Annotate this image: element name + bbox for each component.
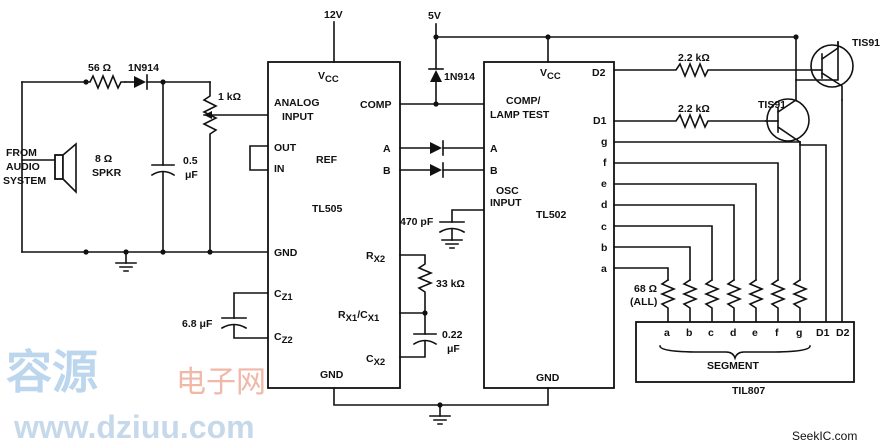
label-r68-all: (ALL) <box>630 296 657 308</box>
tl505-chip <box>267 61 401 389</box>
resistor-56ohm <box>85 73 126 91</box>
resistor-d1 <box>613 112 767 130</box>
tl505-cz2: CZ2 <box>274 331 293 346</box>
tl502-d2: D2 <box>592 67 606 79</box>
display-pin-f: f <box>775 327 779 339</box>
potentiometer-1k <box>202 81 218 253</box>
tl502-a-seg: a <box>601 263 607 275</box>
label-segment: SEGMENT <box>707 360 760 372</box>
label-system: SYSTEM <box>3 175 46 187</box>
tl505-vcc: VCC <box>318 70 339 85</box>
tl505-input: INPUT <box>282 111 314 123</box>
display-pin-b: b <box>686 327 692 339</box>
tl505-analog: ANALOG <box>274 97 320 109</box>
diode-b <box>430 164 442 176</box>
label-q2: TIS91 <box>758 99 786 111</box>
tl505-b: B <box>383 165 391 177</box>
tl502-d1: D1 <box>593 115 607 127</box>
label-c022-unit: μF <box>447 343 460 355</box>
tl502-vcc: VCC <box>540 67 561 82</box>
display-pin-d1: D1 <box>816 327 830 339</box>
label-diode2: 1N914 <box>444 71 475 83</box>
label-r68: 68 Ω <box>634 283 657 295</box>
display-pin-a: a <box>664 327 670 339</box>
ground-bus <box>333 387 549 406</box>
watermark-cn-brand: 容源 <box>6 345 98 399</box>
label-r-d2: 2.2 kΩ <box>678 52 710 64</box>
display-pin-c: c <box>708 327 714 339</box>
display-pin-d2: D2 <box>836 327 850 339</box>
tl505-a: A <box>383 143 391 155</box>
ground-osc <box>441 239 463 249</box>
tl505-in: IN <box>274 163 285 175</box>
tl505-ref: REF <box>316 154 338 166</box>
tl502-b: B <box>490 165 498 177</box>
tl505-gnd-left: GND <box>274 247 298 259</box>
tl502-b-seg: b <box>601 242 607 254</box>
label-cap05-unit: μF <box>185 169 198 181</box>
ground-main <box>429 415 451 425</box>
label-r56: 56 Ω <box>88 62 111 74</box>
diode-comp <box>430 70 442 82</box>
tl502-g: g <box>601 136 607 148</box>
label-cz-cap: 6.8 μF <box>182 318 213 330</box>
diode-a <box>430 142 442 154</box>
tl502-chip <box>483 61 615 389</box>
tl502-d: d <box>601 199 607 211</box>
tl505-cx2: CX2 <box>366 353 385 368</box>
tl502-a: A <box>490 143 498 155</box>
speaker-icon <box>54 154 64 180</box>
resistor-68ohm-array <box>659 278 809 323</box>
label-5v: 5V <box>428 10 441 22</box>
watermark-seekic: SeekIC.com <box>792 429 857 443</box>
wire-out-in <box>249 145 269 171</box>
label-cap05: 0.5 <box>183 155 198 167</box>
segment-brace <box>659 345 811 361</box>
tl502-comp: COMP/ <box>506 95 541 107</box>
tl505-rx2: RX2 <box>366 250 385 265</box>
display-pin-e: e <box>752 327 758 339</box>
tl502-osc-input: INPUT <box>490 197 522 209</box>
display-pin-d: d <box>730 327 736 339</box>
label-q1: TIS91 <box>852 37 880 49</box>
watermark-cn-sub: 电子网 <box>176 365 266 400</box>
tl505-out: OUT <box>274 142 297 154</box>
resistor-33k <box>399 254 434 314</box>
tl505-comp: COMP <box>360 99 392 111</box>
tl502-name: TL502 <box>536 209 567 221</box>
pot-wiper-arrow <box>204 111 212 119</box>
label-til807: TIL807 <box>732 385 765 397</box>
tl505-name: TL505 <box>312 203 343 215</box>
diode-input <box>134 76 146 88</box>
label-c022: 0.22 <box>442 329 463 341</box>
tl505-rx1cx1: RX1/CX1 <box>338 309 380 324</box>
label-pot: 1 kΩ <box>218 91 241 103</box>
resistor-d2 <box>613 61 813 79</box>
tl502-c: c <box>601 221 607 233</box>
label-speaker: SPKR <box>92 167 122 179</box>
label-audio: AUDIO <box>6 161 40 173</box>
label-r-d1: 2.2 kΩ <box>678 103 710 115</box>
watermark-url: www.dziuu.com <box>13 409 255 445</box>
input-section <box>21 73 269 272</box>
label-c470: 470 pF <box>400 216 434 228</box>
tl505-gnd: GND <box>320 369 344 381</box>
tl505-cz1: CZ1 <box>274 288 293 303</box>
display-pin-g: g <box>796 327 802 339</box>
ground-input <box>115 262 137 272</box>
tl502-gnd: GND <box>536 372 560 384</box>
tl502-e: e <box>601 178 607 190</box>
label-12v: 12V <box>324 9 343 21</box>
label-speaker-ohm: 8 Ω <box>95 153 112 165</box>
tl502-f: f <box>603 157 607 169</box>
label-diode1: 1N914 <box>128 62 159 74</box>
tl502-lamp-test: LAMP TEST <box>490 109 550 121</box>
label-from: FROM <box>6 147 37 159</box>
label-r33k: 33 kΩ <box>436 278 465 290</box>
tl502-osc: OSC <box>496 185 519 197</box>
